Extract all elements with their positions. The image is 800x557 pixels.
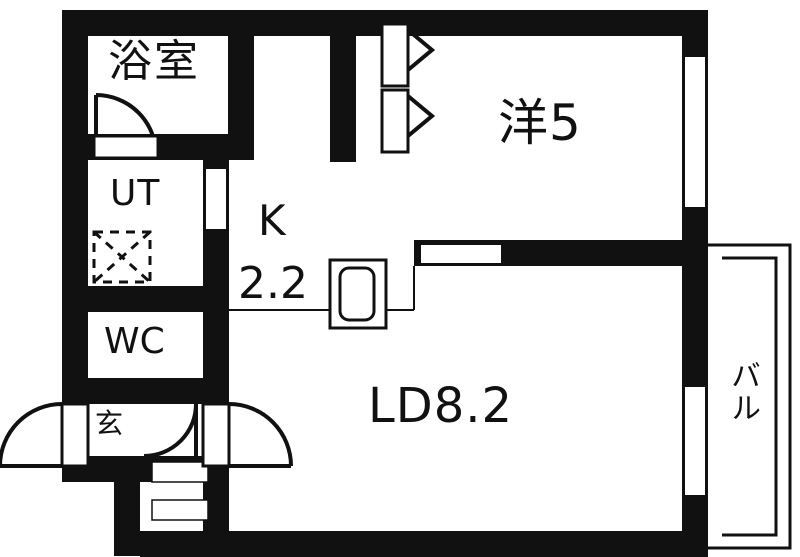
shoe-cabinet-slot-upper [151, 461, 209, 483]
balcony-outline [708, 243, 792, 550]
washing-machine-space [92, 230, 152, 284]
room-label-utility: UT [110, 173, 161, 214]
entrance-door-leaf-left [60, 402, 90, 468]
room-label-western-room: 洋5 [498, 94, 582, 152]
room-interiors [88, 36, 682, 531]
room-label-toilet: WC [104, 321, 165, 362]
floor-edge-lines [229, 266, 415, 311]
closet-bifold-doors [380, 22, 436, 154]
entrance-door-swing-left [0, 402, 63, 468]
toilet-door [143, 403, 198, 458]
window-opening-room5 [683, 55, 707, 209]
shoe-cabinet-slot-lower [151, 499, 209, 521]
kitchen-sink [328, 258, 388, 330]
ld-door-leaf [201, 402, 231, 468]
room-label-kitchen: K [258, 196, 286, 245]
door-opening-room5 [419, 243, 503, 265]
window-opening-ld [683, 385, 707, 497]
room-label-bathroom: 浴室 [108, 36, 200, 87]
bath-door-leaf [92, 134, 160, 160]
room-label-living-dining: LD8.2 [368, 378, 514, 434]
room-label-balcony: バル [725, 360, 760, 424]
door-opening-corridor [204, 167, 228, 231]
room-label-entrance: 玄 [95, 407, 124, 440]
room-label-kitchen-size: 2.2 [238, 258, 308, 309]
ld-door-swing-right [228, 402, 293, 468]
